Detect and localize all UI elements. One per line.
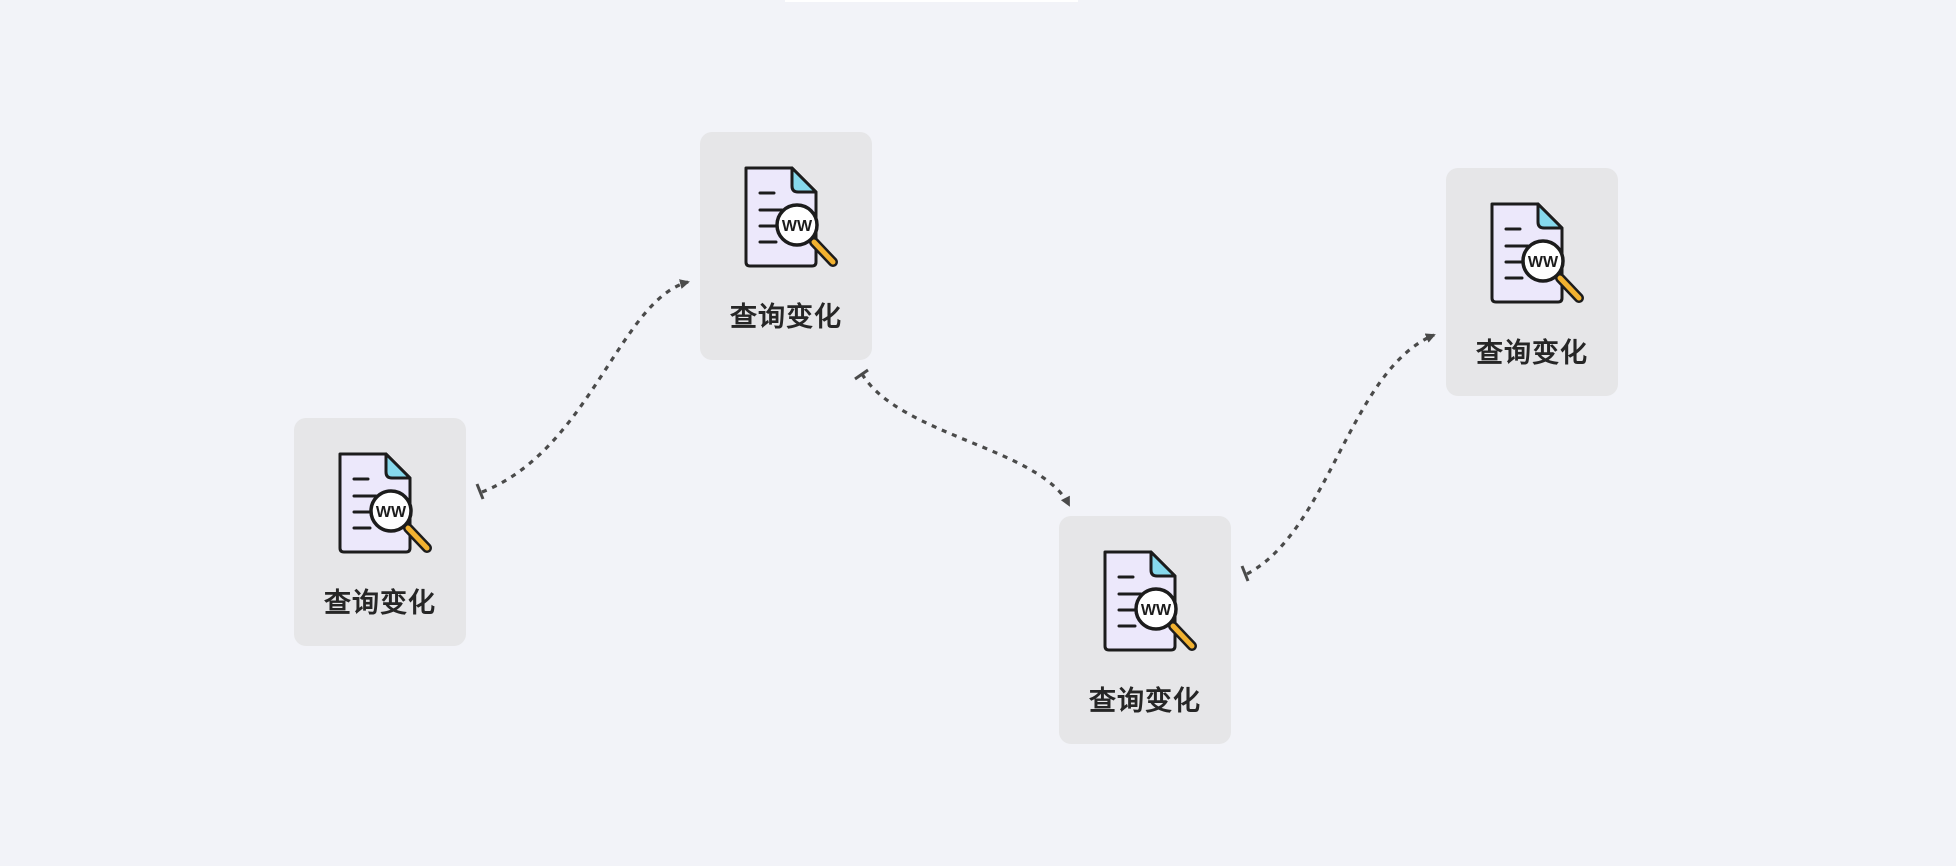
node-query-change-1[interactable]: WW 查询变化 [294, 418, 466, 646]
icon-badge-text: WW [1141, 602, 1172, 619]
web-document-search-icon: WW [1490, 202, 1584, 304]
canvas-top-strip [785, 0, 1078, 2]
node-label: 查询变化 [1089, 686, 1201, 717]
connector-1[interactable] [475, 279, 690, 500]
connector-2-line [860, 373, 1071, 507]
icon-badge-text: WW [1528, 254, 1559, 271]
node-label: 查询变化 [1476, 338, 1588, 369]
web-document-search-icon: WW [1103, 550, 1197, 652]
connector-3-start-tick [1240, 565, 1250, 582]
connector-3[interactable] [1240, 333, 1436, 582]
node-query-change-3[interactable]: WW 查询变化 [1059, 516, 1231, 744]
connector-1-start-tick [475, 483, 485, 500]
node-label: 查询变化 [324, 588, 436, 619]
web-document-search-icon: WW [338, 452, 432, 554]
node-query-change-4[interactable]: WW 查询变化 [1446, 168, 1618, 396]
connector-1-line [481, 279, 690, 494]
node-query-change-2[interactable]: WW 查询变化 [700, 132, 872, 360]
icon-badge-text: WW [782, 218, 813, 235]
connector-3-line [1246, 333, 1436, 576]
web-document-search-icon: WW [744, 166, 838, 268]
node-label: 查询变化 [730, 302, 842, 333]
connector-2[interactable] [854, 368, 1071, 507]
connector-2-start-tick [854, 368, 869, 381]
icon-badge-text: WW [376, 504, 407, 521]
